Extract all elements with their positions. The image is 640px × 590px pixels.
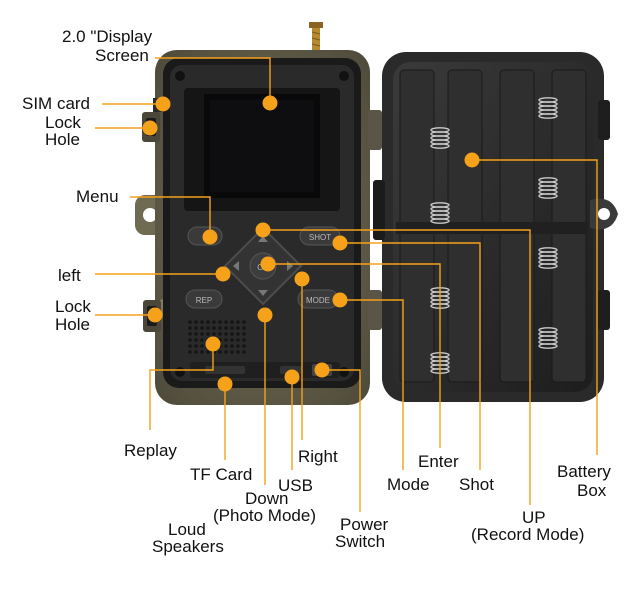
mode-button-text: MODE: [306, 296, 330, 305]
callout-dot-2: [155, 96, 171, 112]
label-shot: Shot: [459, 475, 494, 494]
label-lock-hole-bottom-2: Hole: [55, 315, 90, 334]
label-power-2: Switch: [335, 532, 386, 551]
replay-button-text: REP: [196, 296, 212, 305]
callout-dot-16: [255, 222, 271, 238]
label-usb: USB: [278, 476, 313, 495]
callout-dot-8: [217, 376, 233, 392]
label-battery-2: Box: [577, 481, 607, 500]
label-menu: Menu: [76, 187, 119, 206]
label-replay: Replay: [124, 441, 177, 460]
callout-dot-9: [284, 369, 300, 385]
label-right: Right: [298, 447, 338, 466]
callout-dot-6: [147, 307, 163, 323]
replay-button: REP: [185, 289, 223, 309]
callout-line-14: [274, 263, 441, 448]
callout-dot-10: [294, 271, 310, 287]
callout-line-13: [340, 299, 404, 470]
label-sim-card: SIM card: [22, 94, 91, 113]
callout-line-4: [130, 196, 211, 234]
callout-dot-7: [205, 336, 221, 352]
callout-lines: [95, 57, 598, 512]
callout-dot-11: [257, 307, 273, 323]
callout-dot-15: [332, 235, 348, 251]
label-down-2: (Photo Mode): [213, 506, 316, 525]
label-down-1: Down: [245, 489, 289, 508]
label-up-1: UP: [522, 508, 546, 527]
callout-line-15: [343, 242, 481, 470]
label-battery-1: Battery: [557, 462, 611, 481]
callout-line-17: [475, 159, 598, 455]
callout-dot-4: [202, 229, 218, 245]
callout-dot-13: [332, 292, 348, 308]
label-loud-1: Loud: [168, 520, 206, 539]
mode-button: MODE: [297, 289, 339, 309]
label-display-line2: Screen: [95, 46, 149, 65]
callout-line-16: [266, 229, 531, 505]
callout-dot-17: [464, 152, 480, 168]
label-up-2: (Record Mode): [471, 525, 585, 544]
callout-dot-3: [142, 120, 158, 136]
antenna: [309, 22, 323, 56]
callout-dot-1: [262, 95, 278, 111]
label-display-line1: 2.0 "Display: [62, 27, 153, 46]
label-enter: Enter: [418, 452, 459, 471]
shot-button-text: SHOT: [309, 233, 331, 242]
callout-line-12: [320, 369, 361, 512]
callout-line-7: [149, 347, 214, 430]
callout-line-1: [155, 57, 271, 100]
label-loud-2: Speakers: [152, 537, 224, 556]
callout-dot-12: [314, 362, 330, 378]
label-lock-hole-top-2: Hole: [45, 130, 80, 149]
label-tf-card: TF Card: [190, 465, 253, 484]
battery-compartment: [396, 69, 588, 383]
label-mode: Mode: [387, 475, 430, 494]
label-power-1: Power: [340, 515, 389, 534]
callout-dot-14: [260, 256, 276, 272]
callout-dot-5: [215, 266, 231, 282]
label-lock-hole-top-1: Lock: [45, 113, 81, 132]
display-screen: [184, 88, 340, 211]
label-left: left: [58, 266, 81, 285]
label-lock-hole-bottom-1: Lock: [55, 297, 91, 316]
